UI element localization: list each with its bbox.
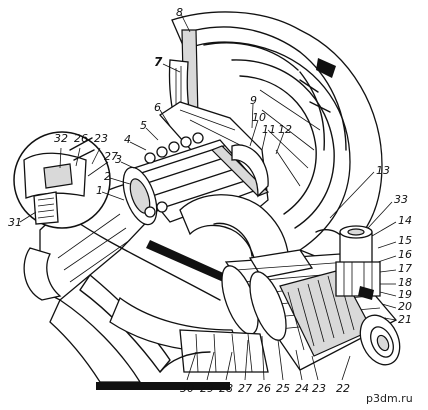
callout-1: 1 bbox=[96, 184, 103, 197]
bearing-balls bbox=[144, 132, 204, 218]
callout-inset-32: 32 bbox=[54, 132, 68, 145]
callout-16: 16 bbox=[398, 248, 412, 261]
callout-17: 17 bbox=[398, 262, 412, 275]
callout-inset-23: 23 bbox=[94, 132, 108, 145]
callout-28: 28 bbox=[219, 382, 233, 395]
callout-23: 23 bbox=[312, 382, 326, 395]
callout-12: 12 bbox=[278, 123, 292, 136]
callout-8: 8 bbox=[176, 6, 183, 19]
callout-3: 3 bbox=[115, 153, 122, 166]
callout-inset-26: 26 bbox=[74, 132, 88, 145]
callout-24: 24 bbox=[295, 382, 309, 395]
callout-29: 29 bbox=[200, 382, 214, 395]
callout-2: 2 bbox=[104, 170, 111, 183]
callout-25: 25 bbox=[276, 382, 290, 395]
main-shaft-assembly bbox=[122, 132, 270, 226]
callout-22: 22 bbox=[336, 382, 350, 395]
callout-labels: 8 7 9 10 11 12 6 5 4 3 2 1 13 33 14 15 1… bbox=[8, 6, 412, 395]
callout-5: 5 bbox=[140, 119, 147, 132]
callout-10: 10 bbox=[252, 111, 266, 124]
leader-lines bbox=[19, 13, 397, 381]
callout-27: 27 bbox=[238, 382, 252, 395]
callout-11: 11 bbox=[262, 123, 276, 136]
callout-13: 13 bbox=[376, 164, 390, 177]
callout-7: 7 bbox=[154, 55, 163, 69]
watermark: p3dm.ru bbox=[366, 392, 413, 405]
detail-inset bbox=[13, 131, 111, 229]
callout-20: 20 bbox=[398, 300, 412, 313]
control-valve bbox=[335, 225, 381, 300]
callout-14: 14 bbox=[398, 214, 412, 227]
callout-inset-31: 31 bbox=[8, 216, 22, 229]
callout-19: 19 bbox=[398, 288, 412, 301]
callout-15: 15 bbox=[398, 234, 412, 247]
callout-33: 33 bbox=[394, 193, 408, 206]
callout-18: 18 bbox=[398, 276, 412, 289]
gear-housing bbox=[168, 11, 383, 263]
callout-inset-27: 27 bbox=[104, 150, 118, 163]
callout-30: 30 bbox=[180, 382, 194, 395]
callout-9: 9 bbox=[250, 94, 257, 107]
callout-4: 4 bbox=[124, 133, 131, 146]
callout-26: 26 bbox=[257, 382, 271, 395]
callout-6: 6 bbox=[154, 101, 161, 114]
callout-21: 21 bbox=[398, 313, 412, 326]
